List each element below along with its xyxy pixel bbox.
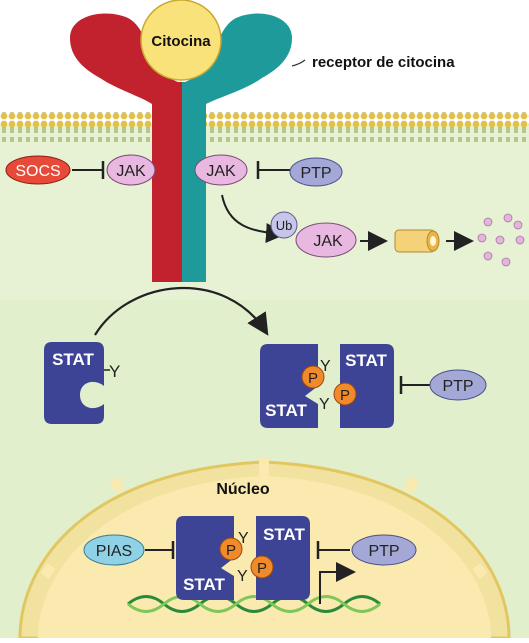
jak-ubiquitinated (295, 222, 357, 258)
ptp-top (289, 157, 343, 187)
stat-dimer-left (260, 344, 318, 428)
ptp-nuc-label: PTP (368, 543, 399, 560)
phospho-dimer-bottom-label: P (340, 387, 350, 404)
phospho-dimer-top (301, 365, 325, 389)
phospho-dimer-bottom (333, 382, 357, 406)
receptor-right-chain (182, 13, 292, 282)
pias-label: PIAS (96, 543, 132, 560)
stat-dimer-top-y: Y (320, 358, 331, 375)
stat-nuc-top-y: Y (238, 530, 249, 547)
degradation-arrow (221, 194, 286, 243)
stat-nuc-bottom-y: Y (237, 568, 248, 585)
dna-helix (127, 595, 381, 613)
nuclear-pore-right (403, 476, 419, 494)
socs (5, 155, 71, 185)
stat-nuc-bottom-label: STAT (183, 575, 225, 594)
stat-dimer-top-label: STAT (345, 351, 387, 370)
nucleus-label: Núcleo (216, 481, 270, 498)
plasma-membrane (0, 112, 529, 142)
jak-left-label: JAK (116, 163, 146, 180)
receptor-leader-line (291, 59, 306, 67)
phospho-nuc-bottom-label: P (257, 560, 267, 577)
ubiquitin-label: Ub (276, 218, 293, 233)
jak-right (194, 154, 248, 186)
stat-dimer-bottom-label: STAT (265, 401, 307, 420)
receptor-left-chain (70, 13, 182, 282)
socs-label: SOCS (15, 163, 60, 180)
jak-left (106, 154, 156, 186)
jak-right-label: JAK (206, 163, 236, 180)
phospho-nuc-top (219, 537, 243, 561)
stat-inactive-y: Y (109, 362, 120, 381)
stat-nuc-top-label: STAT (263, 525, 305, 544)
nuclear-pore-far-left (40, 563, 56, 579)
nuclear-pore-left (109, 476, 125, 494)
nuclear-pore-top (259, 458, 269, 478)
nuclear-pore-far-right (472, 563, 488, 579)
stat-dimer-bottom-y: Y (319, 396, 330, 413)
stat-nuc-right (256, 516, 310, 600)
stat-dimer-right (340, 344, 394, 428)
cytokine-label: Citocina (151, 33, 211, 50)
transcription-arrow (319, 562, 356, 604)
ptp-mid-label: PTP (442, 378, 473, 395)
stat-inactive-label: STAT (52, 350, 94, 369)
activation-arc-arrow (94, 287, 269, 336)
ptp-nuc (351, 534, 417, 566)
jak-ubiquitinated-label: JAK (313, 233, 343, 250)
ptp-mid (429, 369, 487, 401)
cytokine (140, 0, 222, 81)
phospho-nuc-top-label: P (226, 542, 236, 559)
pias (83, 534, 145, 566)
stat-inactive (44, 342, 104, 424)
ubiquitin (270, 211, 298, 239)
ptp-top-label: PTP (300, 165, 331, 182)
phospho-dimer-top-label: P (308, 370, 318, 387)
proteasome-core (430, 236, 436, 246)
peptide-fragments (477, 213, 525, 267)
phospho-nuc-bottom (250, 555, 274, 579)
receptor-label: receptor de citocina (312, 54, 455, 71)
stat-nuc-left (176, 516, 234, 600)
